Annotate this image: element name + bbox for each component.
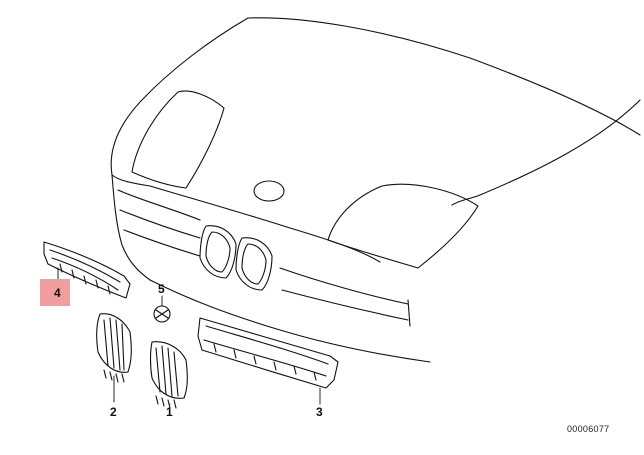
callout-leader-lines <box>57 267 321 405</box>
kidney-grille-left-part-2 <box>96 313 132 383</box>
kidney-grille-on-car <box>199 225 273 291</box>
intake-grille-left-part-4 <box>43 241 131 299</box>
hood-emblem <box>253 180 285 202</box>
callout-part-2[interactable]: 2 <box>110 405 117 419</box>
callout-part-5[interactable]: 5 <box>158 282 165 296</box>
headlight-covers <box>131 90 479 269</box>
callout-part-1[interactable]: 1 <box>166 405 173 419</box>
diagram-reference-code: 00006077 <box>567 424 610 434</box>
kidney-grille-right-part-1 <box>149 341 188 409</box>
intake-grille-right-part-3 <box>197 317 339 389</box>
callout-4-highlight <box>40 279 70 306</box>
small-emblem-part-5 <box>153 305 171 323</box>
callout-part-4[interactable]: 4 <box>54 286 61 300</box>
car-body-outline <box>110 17 641 363</box>
bumper-contours <box>117 189 411 327</box>
callout-part-3[interactable]: 3 <box>316 405 323 419</box>
